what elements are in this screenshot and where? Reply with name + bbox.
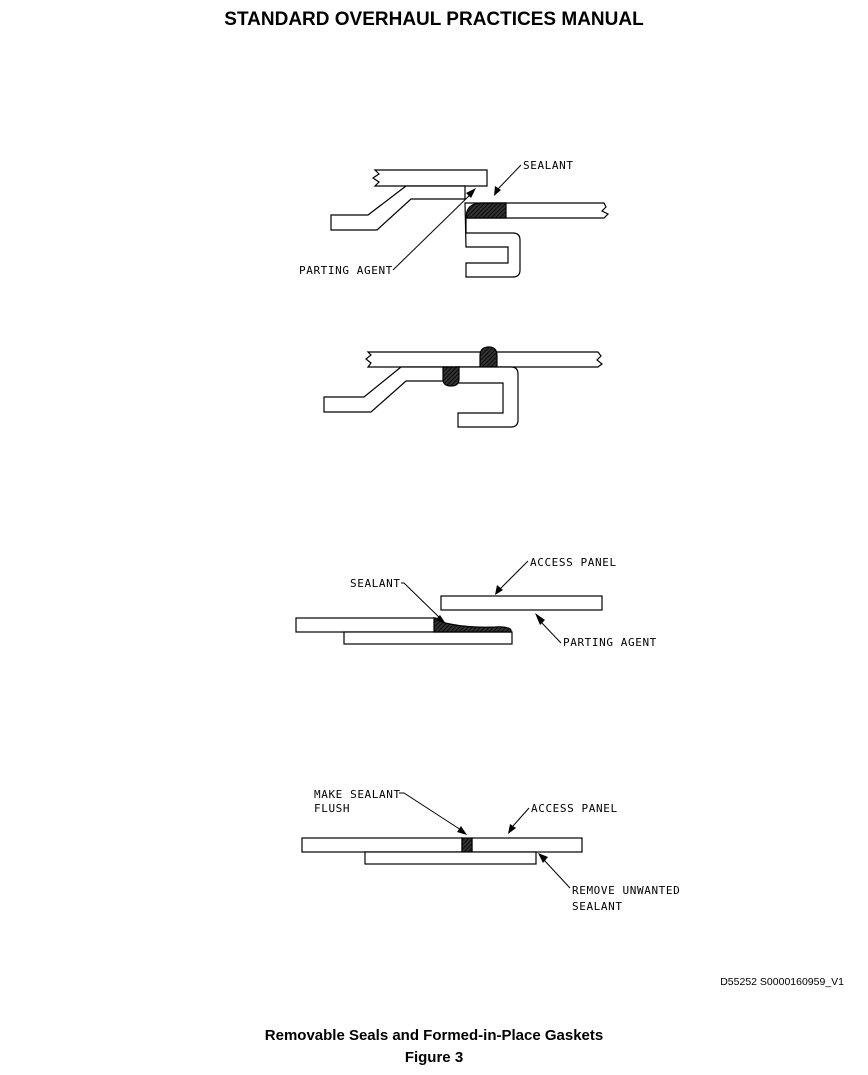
detail3-sealant bbox=[433, 616, 512, 633]
detail3-parting-arrow bbox=[535, 613, 545, 625]
detail1-bracket bbox=[330, 185, 466, 231]
detail4-make-flush-line1: MAKE SEALANT bbox=[314, 788, 401, 801]
detail3-doubler bbox=[343, 631, 513, 645]
detail2-bracket bbox=[323, 366, 461, 413]
detail4-flush-leader bbox=[399, 792, 462, 831]
detail3-sealant-arrow bbox=[436, 615, 446, 624]
detail1-sealant-leader bbox=[496, 164, 522, 191]
detail3-access-leader bbox=[499, 560, 529, 590]
detail3-access-arrow bbox=[495, 585, 503, 595]
detail4-access-arrow bbox=[508, 824, 516, 834]
detail4-doubler bbox=[364, 851, 537, 865]
detail4-access-leader bbox=[512, 807, 530, 827]
page-title: STANDARD OVERHAUL PRACTICES MANUAL bbox=[224, 9, 644, 30]
detail1-parting-agent-label: PARTING AGENT bbox=[299, 264, 393, 277]
detail-1: SEALANT PARTING AGENT bbox=[299, 159, 610, 278]
detail1-parting-leader bbox=[392, 191, 474, 271]
detail4-access-panel-label: ACCESS PANEL bbox=[531, 802, 618, 815]
detail4-access-panel bbox=[471, 837, 583, 853]
detail1-access-panel bbox=[371, 169, 488, 187]
document-id: D55252 S0000160959_V1 bbox=[720, 976, 844, 988]
figure-caption-title: Removable Seals and Formed-in-Place Gask… bbox=[264, 1027, 604, 1044]
detail3-parting-agent-label: PARTING AGENT bbox=[563, 636, 657, 649]
detail3-sealant-label: SEALANT bbox=[350, 577, 401, 590]
detail-3: ACCESS PANEL SEALANT PARTING AGENT bbox=[295, 556, 657, 649]
detail4-remove-arrow bbox=[538, 853, 548, 863]
detail3-access-panel bbox=[440, 595, 603, 611]
figure-caption-number: Figure 3 bbox=[404, 1049, 464, 1066]
detail1-parting-arrow bbox=[466, 188, 476, 198]
detail4-sealant bbox=[461, 837, 473, 853]
detail2-under-sealant bbox=[442, 366, 460, 387]
detail4-remove-line2: SEALANT bbox=[572, 900, 623, 913]
detail3-parting-leader bbox=[540, 621, 562, 644]
detail4-make-flush-line2: FLUSH bbox=[314, 802, 350, 815]
detail4-remove-line1: REMOVE UNWANTED bbox=[572, 884, 680, 897]
detail3-sealant-leader bbox=[401, 582, 444, 622]
detail4-flush-arrow bbox=[457, 826, 467, 835]
detail1-sealant bbox=[465, 202, 507, 219]
detail-4: MAKE SEALANT FLUSH ACCESS PANEL REMOVE U… bbox=[301, 788, 680, 913]
detail4-remove-leader bbox=[543, 859, 571, 889]
detail1-sealant-label: SEALANT bbox=[523, 159, 574, 172]
detail2-top-sealant bbox=[479, 346, 498, 368]
detail1-sealant-arrow bbox=[494, 186, 501, 196]
detail3-access-panel-label: ACCESS PANEL bbox=[530, 556, 617, 569]
detail-2 bbox=[323, 346, 603, 428]
detail2-structure bbox=[457, 366, 519, 428]
detail3-left-skin bbox=[295, 617, 437, 633]
detail4-left-skin bbox=[301, 837, 463, 853]
